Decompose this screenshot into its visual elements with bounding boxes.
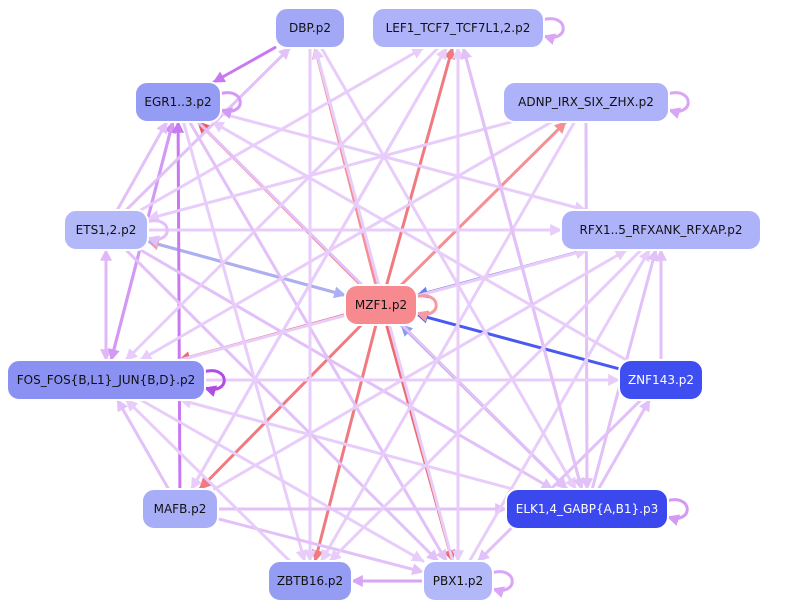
node-adnp[interactable]: ADNP_IRX_SIX_ZHX.p2 <box>502 81 670 123</box>
node-label: ETS1,2.p2 <box>76 223 137 237</box>
node-box <box>371 7 545 49</box>
edge-layer <box>100 46 667 587</box>
self-loop-elk1 <box>665 498 689 526</box>
node-box <box>267 560 353 602</box>
edge-ets1-to-egr1 <box>115 120 169 212</box>
edge-zbtb16-to-fos <box>124 398 292 563</box>
self-loop-fos <box>202 369 226 397</box>
node-box <box>63 209 149 251</box>
self-loop-egr1 <box>218 91 242 119</box>
edge-adnp-to-ets1 <box>146 120 513 222</box>
node-ets1[interactable]: ETS1,2.p2 <box>63 209 149 251</box>
node-mzf1[interactable]: MZF1.p2 <box>344 284 418 326</box>
node-label: PBX1.p2 <box>433 574 483 588</box>
node-box <box>560 209 762 251</box>
node-zbtb16[interactable]: ZBTB16.p2 <box>267 560 353 602</box>
edge-ets1-to-dbp <box>124 46 292 212</box>
node-label: ADNP_IRX_SIX_ZHX.p2 <box>518 95 654 109</box>
node-box <box>422 560 494 602</box>
node-mafb[interactable]: MAFB.p2 <box>141 488 219 530</box>
node-znf143[interactable]: ZNF143.p2 <box>618 359 704 401</box>
self-loop-lef1 <box>541 17 565 45</box>
node-label: RFX1..5_RFXANK_RFXAP.p2 <box>580 223 743 237</box>
edge-fos-to-pbx1 <box>139 398 425 563</box>
edge-mafb-to-fos <box>116 398 170 491</box>
edge-elk1-to-znf143 <box>597 398 651 491</box>
node-rfx[interactable]: RFX1..5_RFXANK_RFXAP.p2 <box>560 209 762 251</box>
edge-egr1-to-pbx1 <box>188 120 448 563</box>
node-label: ELK1,4_GABP{A,B1}.p3 <box>516 502 658 516</box>
node-label: ZBTB16.p2 <box>277 574 343 588</box>
edge-mafb-to-lef1 <box>190 46 448 491</box>
node-dbp[interactable]: DBP.p2 <box>274 7 346 49</box>
edge-adnp-to-zbtb16 <box>320 120 576 563</box>
node-egr1[interactable]: EGR1..3.p2 <box>134 81 222 123</box>
node-lef1[interactable]: LEF1_TCF7_TCF7L1,2.p2 <box>371 7 545 49</box>
edge-znf143-to-pbx1 <box>476 398 643 563</box>
edge-rfx-to-zbtb16 <box>328 248 643 563</box>
node-box <box>134 81 222 123</box>
edge-mafb-to-pbx1 <box>216 517 425 576</box>
edge-ets1-to-elk1 <box>139 248 554 491</box>
self-loop-mzf1 <box>414 294 438 322</box>
self-loop-ets1 <box>145 219 169 247</box>
edge-mafb-to-rfx <box>213 248 628 491</box>
node-label: DBP.p2 <box>289 21 331 35</box>
edge-ets1-to-mzf1 <box>146 240 347 299</box>
edge-mzf1-to-adnp <box>399 120 568 287</box>
node-box <box>274 7 346 49</box>
edge-znf143-to-egr1 <box>211 120 628 362</box>
node-elk1[interactable]: ELK1,4_GABP{A,B1}.p3 <box>505 488 669 530</box>
node-box <box>618 359 704 401</box>
node-label: ZNF143.p2 <box>628 373 694 387</box>
node-box <box>502 81 670 123</box>
self-loop-pbx1 <box>490 570 514 598</box>
node-fos[interactable]: FOS_FOS{B,L1}_JUN{B,D}.p2 <box>6 359 206 401</box>
self-loop-layer <box>145 17 690 598</box>
node-box <box>141 488 219 530</box>
node-label: EGR1..3.p2 <box>144 95 211 109</box>
node-pbx1[interactable]: PBX1.p2 <box>422 560 494 602</box>
node-label: MAFB.p2 <box>154 502 207 516</box>
edge-elk1-to-lef1 <box>460 46 584 491</box>
node-box <box>505 488 669 530</box>
edge-adnp-to-fos <box>139 120 553 362</box>
node-box <box>344 284 418 326</box>
edge-mzf1-to-mafb <box>198 323 363 491</box>
node-label: MZF1.p2 <box>355 298 407 312</box>
self-loop-adnp <box>666 91 690 119</box>
edge-egr1-to-rfx <box>219 111 587 214</box>
node-box <box>6 359 206 401</box>
edge-lef1-to-fos <box>124 46 440 362</box>
node-label: FOS_FOS{B,L1}_JUN{B,D}.p2 <box>17 373 196 387</box>
edge-dbp-to-egr1 <box>212 46 277 84</box>
node-label: LEF1_TCF7_TCF7L1,2.p2 <box>386 21 531 35</box>
